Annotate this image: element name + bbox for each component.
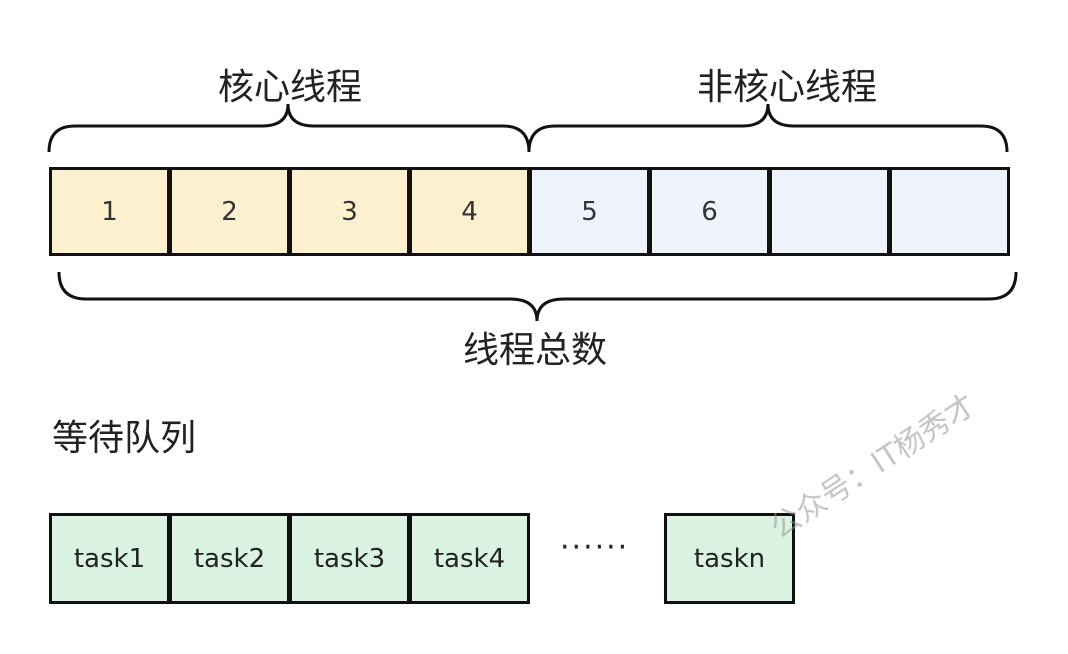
thread-cell: 6 xyxy=(649,167,770,256)
queue-task: task2 xyxy=(169,513,290,604)
queue-task: task4 xyxy=(409,513,530,604)
thread-cell: 1 xyxy=(49,167,170,256)
noncore-threads-brace xyxy=(527,103,1009,153)
core-threads-brace xyxy=(47,103,531,153)
queue-task: task1 xyxy=(49,513,170,604)
noncore-threads-label: 非核心线程 xyxy=(697,67,878,108)
queue-task: task3 xyxy=(289,513,410,604)
thread-cell: 3 xyxy=(289,167,410,256)
waiting-queue-row: task1 task2 task3 task4 xyxy=(49,513,530,604)
queue-task-last: taskn xyxy=(664,513,795,604)
thread-pool-row: 1 2 3 4 5 6 xyxy=(49,167,1017,256)
waiting-queue-label: 等待队列 xyxy=(52,418,197,459)
queue-ellipsis: ······ xyxy=(560,530,630,565)
thread-cell: 5 xyxy=(529,167,650,256)
total-threads-brace xyxy=(57,271,1018,322)
thread-cell: 4 xyxy=(409,167,530,256)
total-threads-label: 线程总数 xyxy=(463,330,608,371)
thread-cell: 2 xyxy=(169,167,290,256)
core-threads-label: 核心线程 xyxy=(218,67,363,108)
thread-cell-empty xyxy=(769,167,890,256)
thread-cell-empty xyxy=(889,167,1010,256)
